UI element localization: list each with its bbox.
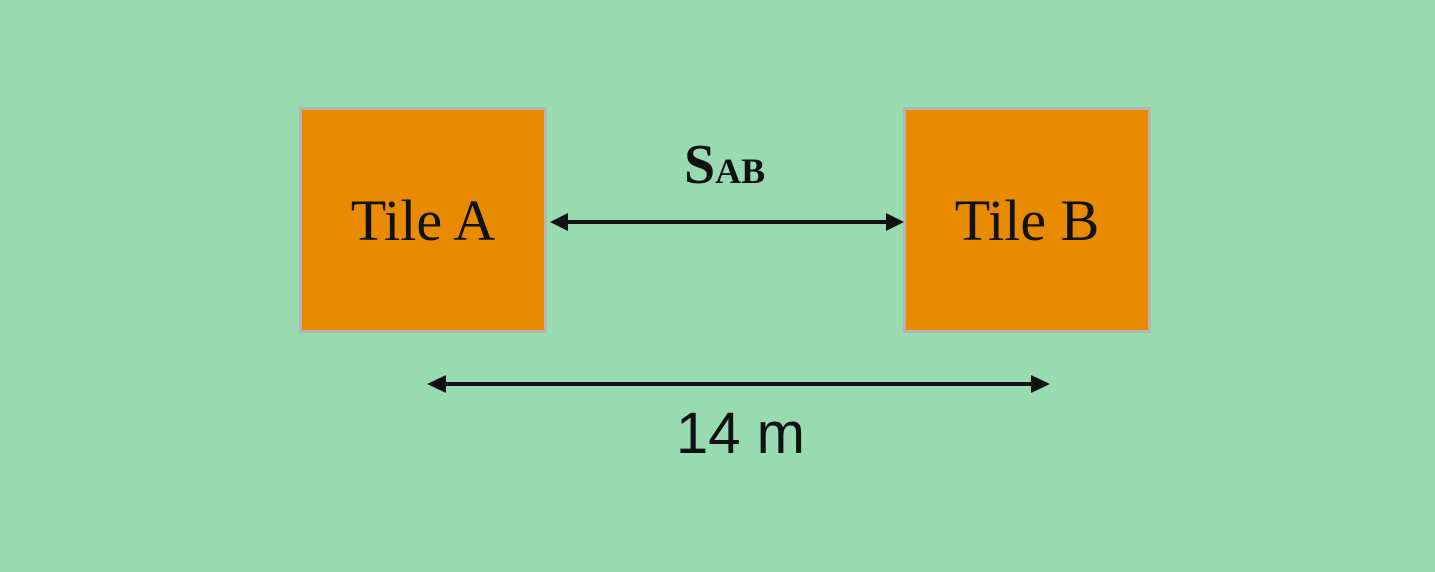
separation-label-subscript: AB (715, 151, 766, 191)
tile-b: Tile B (903, 107, 1151, 333)
tile-b-label: Tile B (954, 187, 1100, 253)
separation-arrowhead-right (886, 213, 904, 231)
separation-label-main: S (684, 134, 716, 196)
distance-arrowhead-left (427, 375, 446, 393)
separation-label: SAB (684, 137, 765, 193)
tile-a: Tile A (299, 107, 547, 333)
distance-label: 14 m (676, 401, 805, 466)
separation-arrowhead-left (550, 213, 568, 231)
tile-a-label: Tile A (350, 187, 496, 253)
distance-arrow (427, 375, 1050, 393)
separation-arrow (550, 213, 904, 231)
distance-arrowhead-right (1031, 375, 1050, 393)
